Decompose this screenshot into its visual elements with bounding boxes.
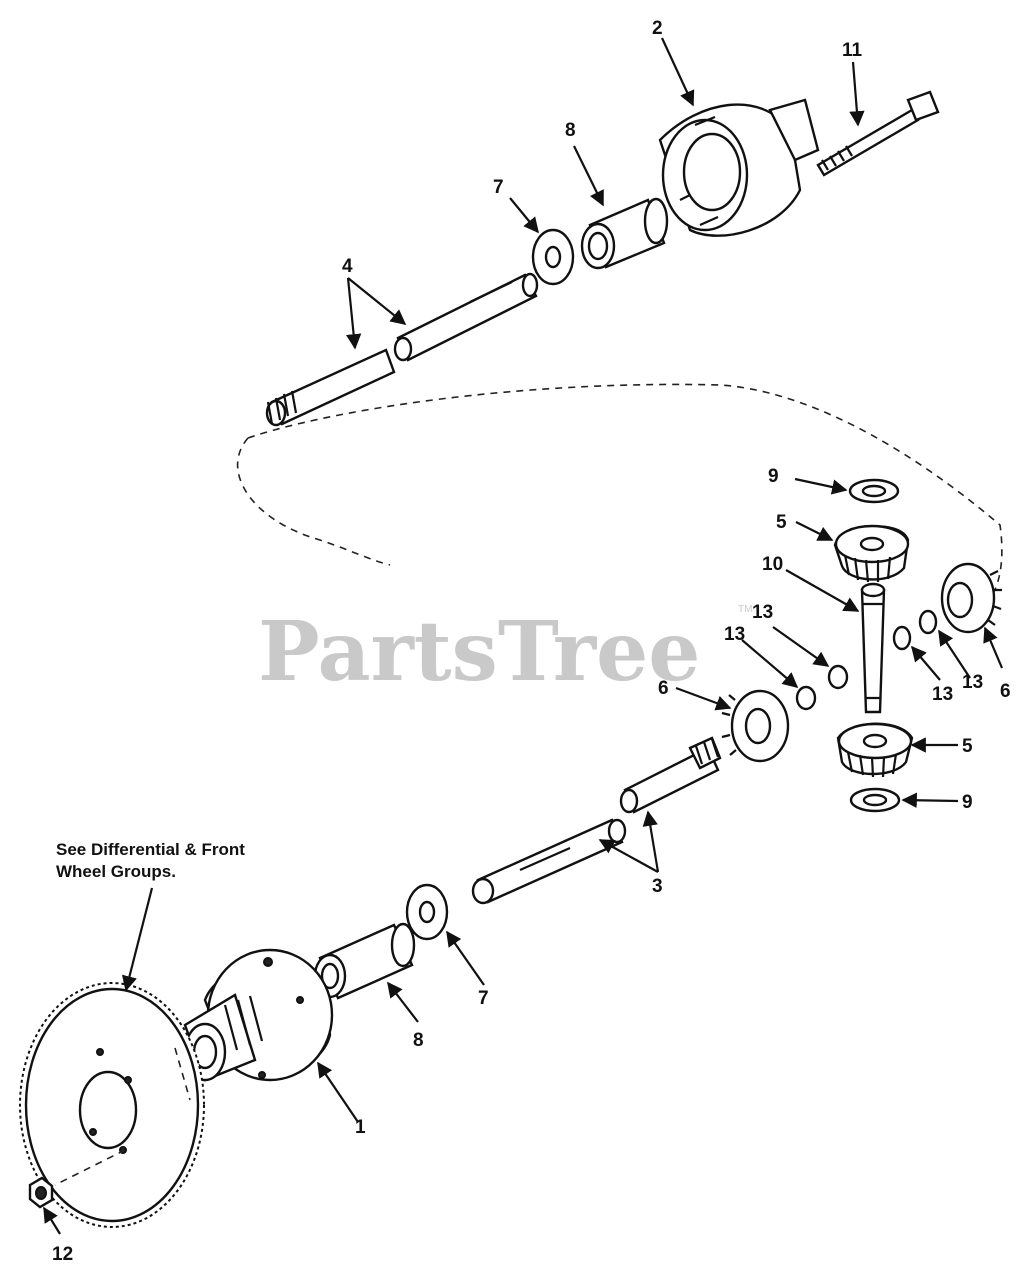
cross-shaft[interactable] [860, 582, 886, 714]
svg-text:PartsTree: PartsTree [258, 604, 700, 700]
differential-housing-lower[interactable] [183, 948, 334, 1082]
reference-note: See Differential & Front Wheel Groups. [56, 840, 245, 881]
spacer-tube-upper[interactable] [580, 197, 669, 270]
callout-6-right: 6 [1000, 681, 1011, 702]
callout-5-bottom: 5 [962, 736, 973, 757]
callout-12: 12 [52, 1244, 73, 1265]
axle-shaft-lower[interactable] [471, 736, 722, 905]
callout-9-top: 9 [768, 466, 779, 487]
callout-7-upper: 7 [493, 177, 504, 198]
callout-6-left: 6 [658, 678, 669, 699]
axle-shaft-upper[interactable] [265, 272, 539, 427]
pinion-gear-6-right[interactable] [940, 562, 1002, 634]
sprocket[interactable] [19, 982, 205, 1228]
callout-numbers: 2 11 8 7 4 9 5 10 13 13 13 13 6 6 5 9 3 … [52, 18, 1011, 1265]
thrust-washer-9-bottom[interactable] [849, 787, 901, 813]
callout-3: 3 [652, 876, 663, 897]
callout-8-upper: 8 [565, 120, 576, 141]
callout-9-bottom: 9 [962, 792, 973, 813]
callout-2: 2 [652, 18, 663, 39]
hex-nut[interactable] [28, 1176, 54, 1209]
callout-8-lower: 8 [413, 1030, 424, 1051]
callout-13-right-a: 13 [932, 684, 953, 705]
callout-1: 1 [355, 1117, 366, 1138]
washer-13-right-b[interactable] [892, 625, 912, 651]
callout-10: 10 [762, 554, 783, 575]
svg-text:TM: TM [738, 604, 752, 615]
differential-group-outline [236, 383, 1003, 606]
bolt[interactable] [816, 90, 940, 177]
callout-7-lower: 7 [478, 988, 489, 1009]
alignment-line [54, 1047, 191, 1186]
differential-housing-upper[interactable] [658, 98, 820, 237]
callout-13-upper: 13 [752, 602, 773, 623]
spacer-tube-lower[interactable] [313, 922, 416, 1000]
callout-5-top: 5 [776, 512, 787, 533]
svg-text:See Differential & Front: See Differential & Front [56, 840, 245, 859]
bevel-gear-5-top[interactable] [833, 524, 910, 583]
pinion-gear-6-left[interactable] [721, 689, 790, 763]
callout-13-right-b: 13 [962, 672, 983, 693]
washer-13-right-a[interactable] [918, 609, 938, 635]
washer-13-left-a[interactable] [827, 664, 849, 690]
svg-text:Wheel Groups.: Wheel Groups. [56, 862, 176, 881]
washer-13-left-b[interactable] [795, 685, 817, 711]
callout-11: 11 [842, 40, 863, 61]
thrust-washer-9-top[interactable] [848, 478, 900, 504]
callout-13-lower: 13 [724, 624, 745, 645]
thrust-washer-upper[interactable] [531, 228, 575, 286]
partstree-watermark: PartsTree TM [258, 604, 752, 700]
thrust-washer-lower[interactable] [405, 883, 449, 941]
bevel-gear-5-bottom[interactable] [836, 722, 914, 778]
leader-lines [43, 37, 1004, 1235]
callout-4: 4 [342, 256, 353, 277]
